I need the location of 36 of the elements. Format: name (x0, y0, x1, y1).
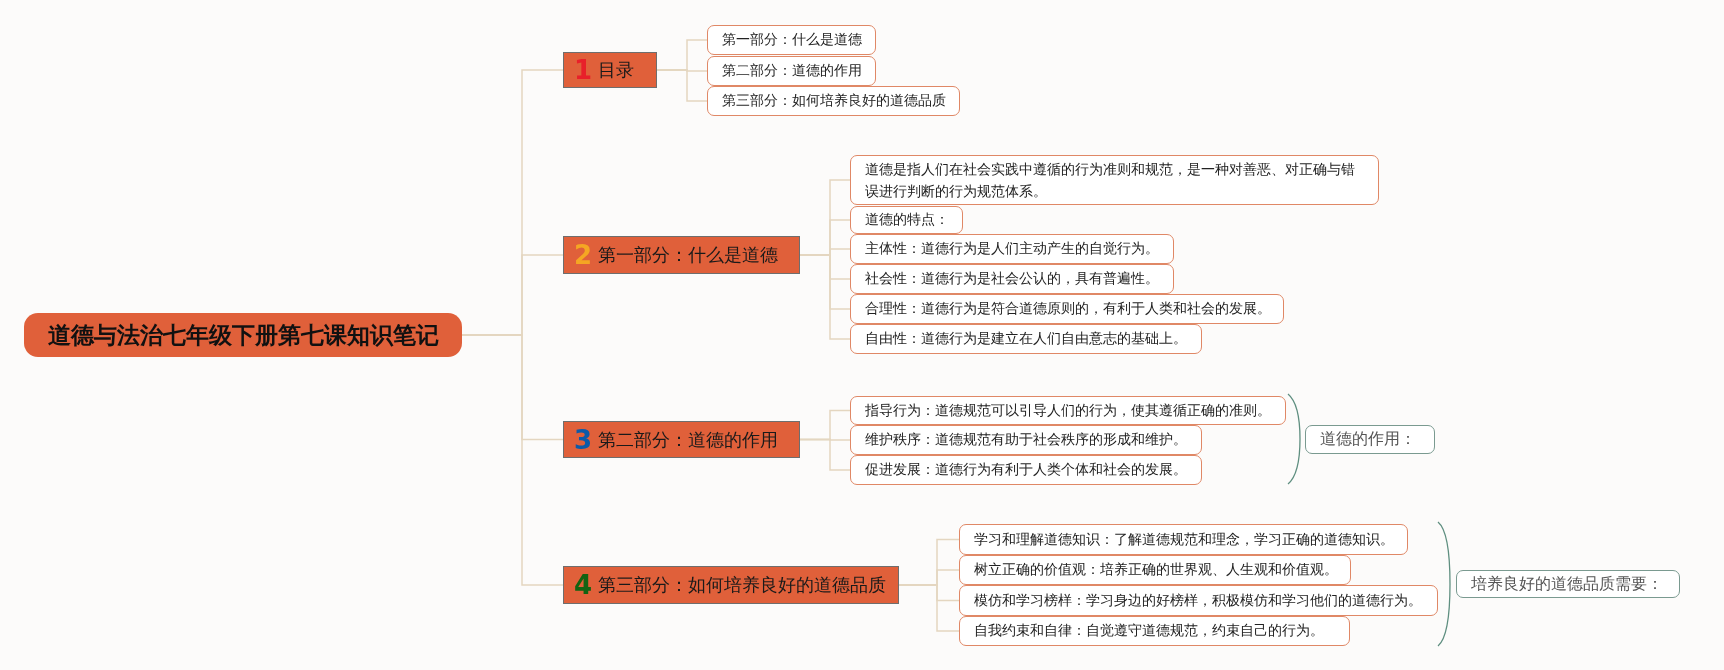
branch-topic-box (563, 421, 800, 458)
subtopic-box: 促进发展：道德行为有利于人类个体和社会的发展。 (850, 455, 1202, 485)
branch-topic-box (563, 52, 657, 88)
connector-line (799, 438, 851, 471)
topic-number: 2 (574, 240, 593, 270)
subtopic-box: 社会性：道德行为是社会公认的，具有普遍性。 (850, 264, 1174, 294)
subtopic-box: 自由性：道德行为是建立在人们自由意志的基础上。 (850, 324, 1202, 354)
topic-number: 4 (574, 570, 593, 600)
topic-number: 1 (574, 55, 593, 85)
connector-line (461, 334, 564, 586)
subtopic-box: 道德是指人们在社会实践中遵循的行为准则和规范，是一种对善恶、对正确与错误进行判断的行为规范体系。 (850, 155, 1379, 205)
subtopic-box: 指导行为：道德规范可以引导人们的行为，使其遵循正确的准则。 (850, 396, 1286, 425)
topic-number: 3 (574, 424, 593, 455)
subtopic-box: 维护秩序：道德规范有助于社会秩序的形成和维护。 (850, 425, 1202, 455)
central-topic-box: 道德与法治七年级下册第七课知识笔记 (24, 313, 462, 357)
topic-title: 第三部分：如何培养良好的道德品质 (598, 573, 887, 597)
topic-title: 第二部分：道德的作用 (598, 427, 779, 452)
subtopic-box: 第三部分：如何培养良好的道德品质 (707, 86, 960, 116)
connector-line (799, 254, 851, 340)
topic-title: 第一部分：什么是道德 (598, 243, 779, 267)
branch-topic-box (563, 236, 800, 274)
subtopic-box: 主体性：道德行为是人们主动产生的自觉行为。 (850, 234, 1174, 264)
subtopic-box: 第二部分：道德的作用 (707, 56, 876, 86)
subtopic-box: 模仿和学习榜样：学习身边的好榜样，积极模仿和学习他们的道德行为。 (959, 585, 1438, 616)
summary-box: 道德的作用： (1305, 425, 1435, 454)
subtopic-box: 合理性：道德行为是符合道德原则的，有利于人类和社会的发展。 (850, 294, 1284, 324)
branch-topic-box (563, 566, 899, 604)
connector-line (656, 69, 708, 102)
topic-title: 目录 (598, 58, 635, 82)
subtopic-box: 学习和理解道德知识：了解道德规范和理念，学习正确的道德知识。 (959, 524, 1408, 555)
summary-box: 培养良好的道德品质需要： (1456, 570, 1680, 598)
subtopic-box: 树立正确的价值观：培养正确的世界观、人生观和价值观。 (959, 555, 1351, 585)
connector-line (898, 584, 960, 632)
subtopic-box: 自我约束和自律：自觉遵守道德规范，约束自己的行为。 (959, 616, 1350, 646)
subtopic-box: 道德的特点： (850, 206, 963, 234)
subtopic-box: 第一部分：什么是道德 (707, 25, 876, 55)
